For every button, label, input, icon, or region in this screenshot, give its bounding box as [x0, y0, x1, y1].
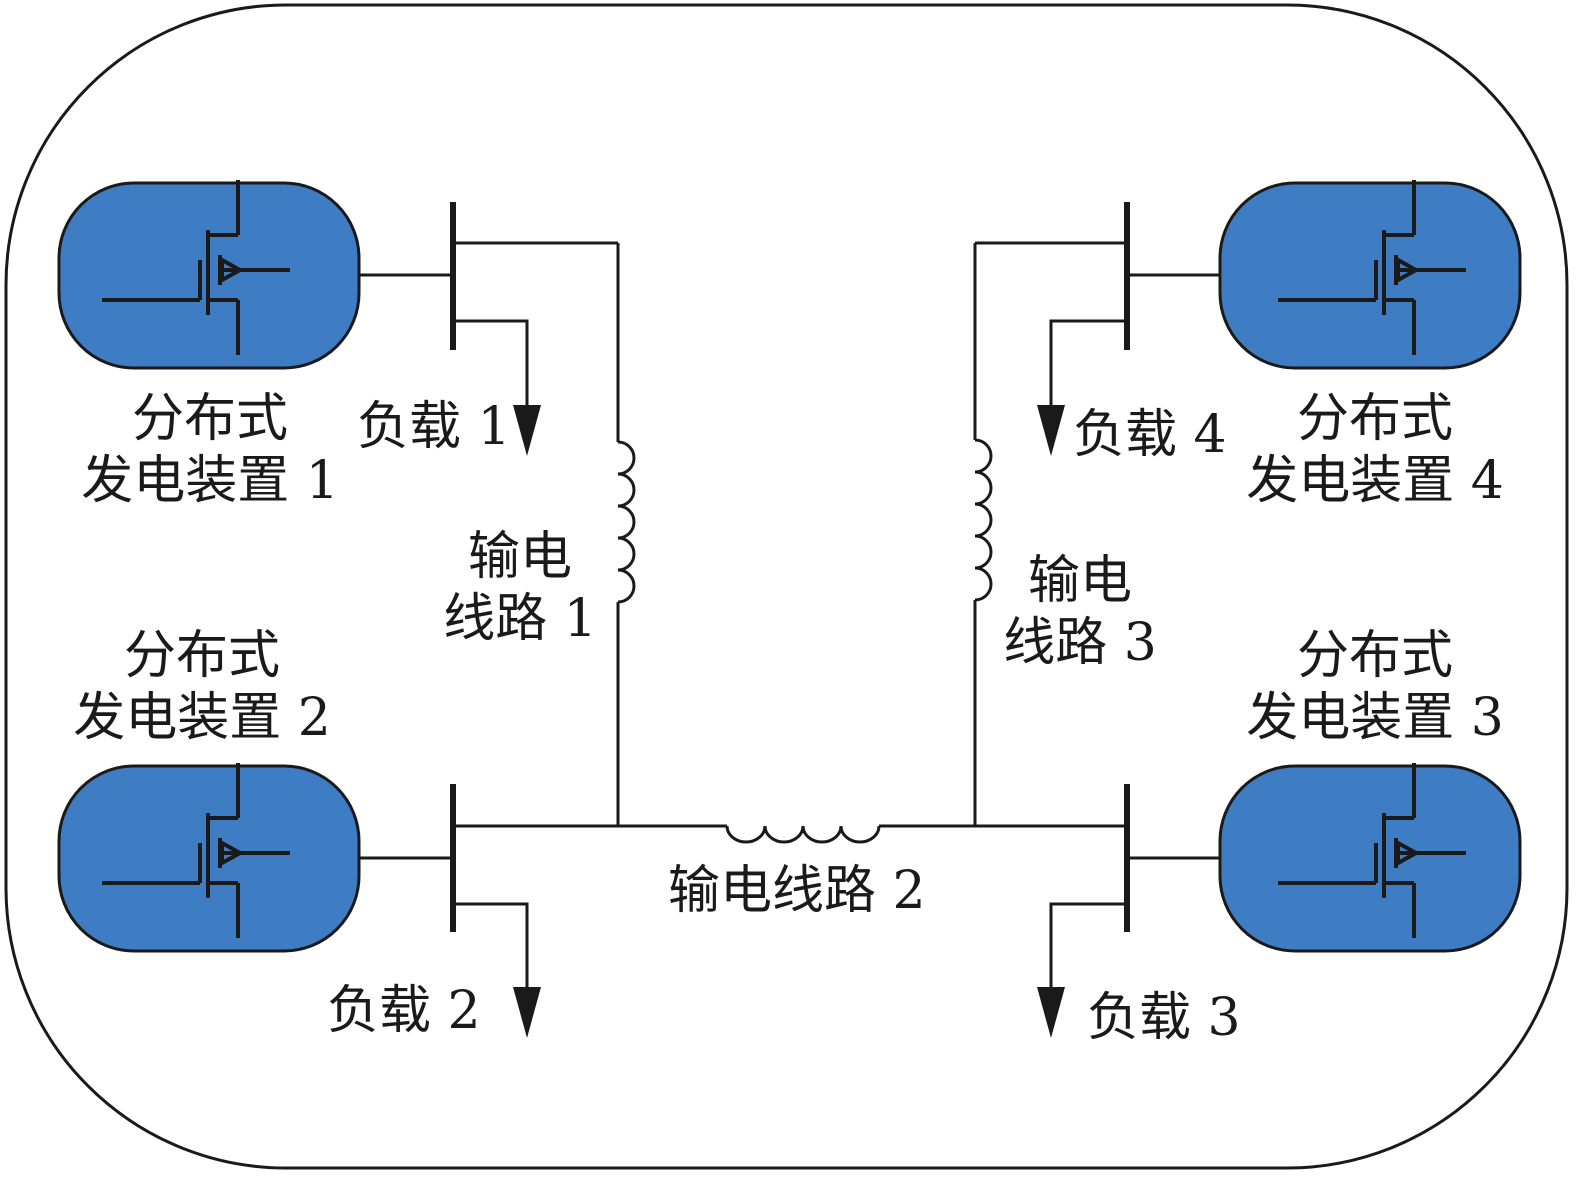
generator-4-label-line2: 发电装置 4: [1246, 451, 1504, 511]
bus-bars: [450, 202, 1130, 932]
arrow-down-icon: [1037, 987, 1065, 1038]
load-2-label: 负载 2: [327, 981, 481, 1041]
generator-2-label-line1: 分布式: [123, 626, 280, 686]
line-1-label: 输电 线路 1: [430, 526, 610, 650]
line-3-label-b: 线路 3: [1003, 613, 1157, 673]
generator-body: [1218, 764, 1522, 953]
load-1-branch: [453, 319, 529, 410]
arrow-down-icon: [513, 987, 541, 1038]
arrow-down-icon: [513, 405, 541, 456]
generator-body: [1218, 181, 1522, 370]
load-4-label: 负载 4: [1073, 405, 1227, 465]
inductor-icon: [725, 825, 881, 844]
generator-unit-1: [57, 178, 361, 370]
inductor-icon: [617, 440, 636, 604]
line-3-label-a: 输电: [1027, 551, 1132, 611]
generator-1-label-line1: 分布式: [131, 389, 288, 449]
generator-unit-3: [1218, 761, 1522, 953]
generator-4-label-line1: 分布式: [1296, 389, 1453, 449]
generator-unit-4: [1218, 178, 1522, 370]
generator-4-label: 分布式 发电装置 4: [1225, 388, 1525, 512]
line-2-label: 输电线路 2: [668, 861, 926, 921]
load-2-branch: [453, 902, 529, 992]
generator-1-label-line2: 发电装置 1: [81, 451, 339, 511]
generator-3-label: 分布式 发电装置 3: [1225, 625, 1525, 749]
generator-1-label: 分布式 发电装置 1: [60, 388, 360, 512]
generator-3-label-line2: 发电装置 3: [1246, 688, 1504, 748]
load-3-label: 负载 3: [1087, 988, 1241, 1048]
load-1-label: 负载 1: [357, 397, 511, 457]
system-boundary: [4, 3, 1569, 1170]
generator-unit-2: [57, 761, 361, 953]
arrow-down-icon: [1037, 405, 1065, 456]
generator-3-label-line1: 分布式: [1296, 626, 1453, 686]
load-4-branch: [1049, 319, 1127, 410]
line-1-label-a: 输电: [467, 527, 572, 587]
load-arrows: [513, 405, 1065, 1038]
generator-2-label: 分布式 发电装置 2: [52, 625, 352, 749]
generator-2-label-line2: 发电装置 2: [73, 688, 331, 748]
wiring: [359, 241, 1220, 992]
line-3-label: 输电 线路 3: [990, 550, 1170, 674]
inductor-icon: [974, 438, 993, 602]
line-1-label-b: 线路 1: [443, 589, 597, 649]
load-3-branch: [1049, 902, 1127, 992]
